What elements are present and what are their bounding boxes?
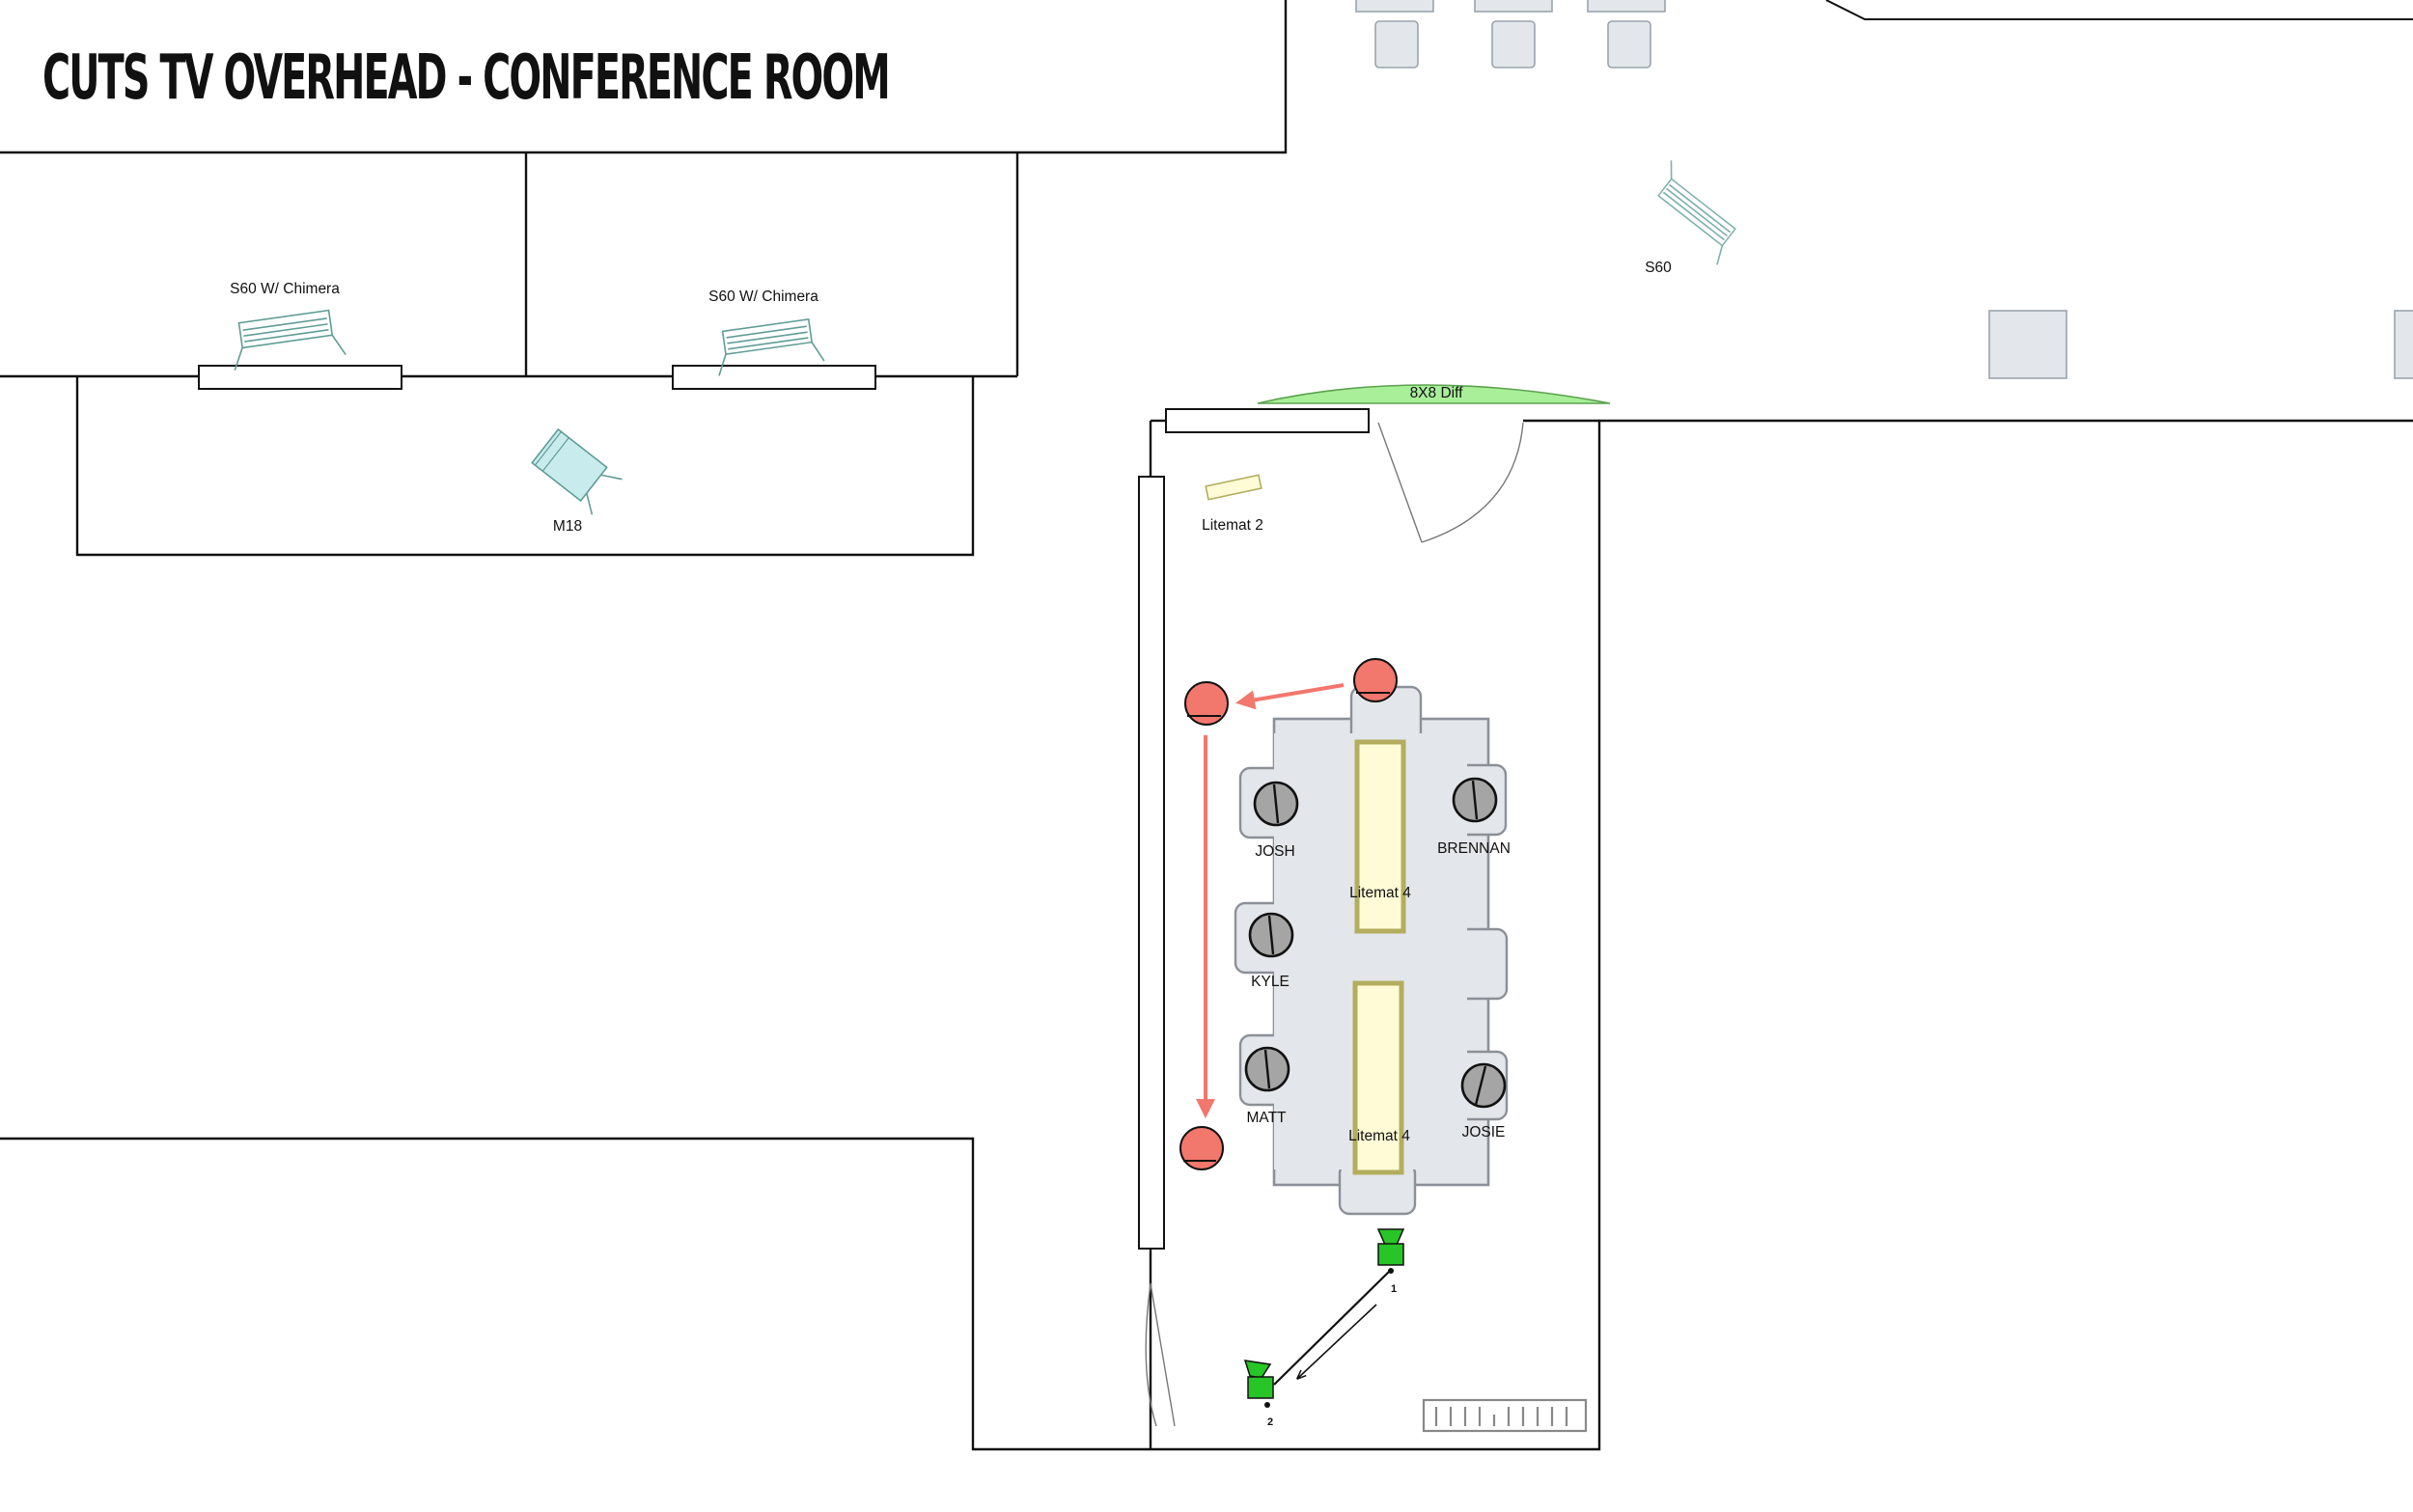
- lower-left-room-wall: [0, 1137, 1151, 1451]
- light-label: S60: [1645, 260, 1672, 276]
- person-label: JOSH: [1255, 843, 1294, 860]
- person-label: KYLE: [1251, 974, 1290, 990]
- faded-cabinet: [2394, 310, 2413, 379]
- person-kyle: KYLE: [1248, 912, 1294, 990]
- person-josh: JOSH: [1253, 781, 1299, 860]
- litemat-4-bottom: [1352, 980, 1404, 1175]
- diffusion-label: 8X8 Diff: [1410, 385, 1464, 401]
- radiator: [1422, 1398, 1588, 1433]
- s60-chimera-light-left: S60 W/ Chimera: [230, 281, 347, 371]
- blocking: [1179, 658, 1398, 1170]
- person-brennan: BRENNAN: [1437, 777, 1511, 857]
- dolly-move-arrow: [1298, 1304, 1377, 1378]
- door-swing: [1145, 1282, 1176, 1427]
- camera-number: 2: [1267, 1416, 1273, 1428]
- camera-2: 2: [1243, 1360, 1274, 1428]
- faded-chair: [1587, 0, 1666, 13]
- wall: [1151, 419, 2413, 1451]
- litemat-4-top: [1354, 739, 1406, 934]
- person-josie: JOSIE: [1460, 1062, 1507, 1141]
- faded-cabinet: [1988, 310, 2067, 379]
- litemat-2: [1205, 474, 1262, 501]
- s60-chimera-light-right: S60 W/ Chimera: [708, 289, 825, 376]
- faded-chair: [1374, 20, 1419, 69]
- talent-mark: [1179, 1126, 1224, 1170]
- talent-mark: [1184, 681, 1229, 726]
- window-top: [1165, 408, 1370, 433]
- person-label: MATT: [1246, 1110, 1287, 1126]
- s60-light: [1657, 160, 1736, 265]
- upper-right-area: S60: [1355, 0, 2413, 379]
- movement-arrow: [1235, 683, 1345, 710]
- dolly-track: [1273, 1269, 1392, 1386]
- wall: [0, 0, 1288, 154]
- litemat-2-label: Litemat 2: [1202, 517, 1263, 534]
- light-label: S60 W/ Chimera: [708, 289, 818, 305]
- camera-1: 1: [1376, 1228, 1405, 1295]
- faded-chair: [1355, 0, 1434, 13]
- door-swing: [1377, 422, 1524, 543]
- window-left: [198, 365, 402, 390]
- diffusion-frame: [1257, 384, 1611, 404]
- page-title: CUTS TV OVERHEAD - CONFERENCE ROOM: [42, 42, 891, 114]
- light-label: S60 W/ Chimera: [230, 281, 340, 297]
- faded-chair: [1491, 20, 1536, 69]
- window-right: [672, 365, 876, 390]
- litemat-4-label: Litemat 4: [1348, 1128, 1410, 1144]
- faded-chair: [1607, 20, 1651, 69]
- conference-room: 8X8 Diff Litemat 2 Litemat 4 Lite: [1138, 384, 2413, 1451]
- talent-mark: [1353, 658, 1398, 702]
- litemat-4-label: Litemat 4: [1349, 885, 1411, 901]
- wall: [75, 376, 975, 557]
- camera-number: 1: [1391, 1283, 1397, 1295]
- light-body: [531, 427, 608, 503]
- wall: [1825, 0, 2413, 20]
- person-label: JOSIE: [1462, 1124, 1506, 1141]
- person-label: BRENNAN: [1437, 840, 1511, 857]
- window-wall: [1138, 476, 1165, 1250]
- faded-chair: [1474, 0, 1553, 13]
- m18-light: M18: [531, 427, 623, 535]
- person-matt: MATT: [1244, 1046, 1290, 1126]
- upper-left-rooms: [0, 0, 1288, 557]
- light-label: M18: [553, 518, 582, 535]
